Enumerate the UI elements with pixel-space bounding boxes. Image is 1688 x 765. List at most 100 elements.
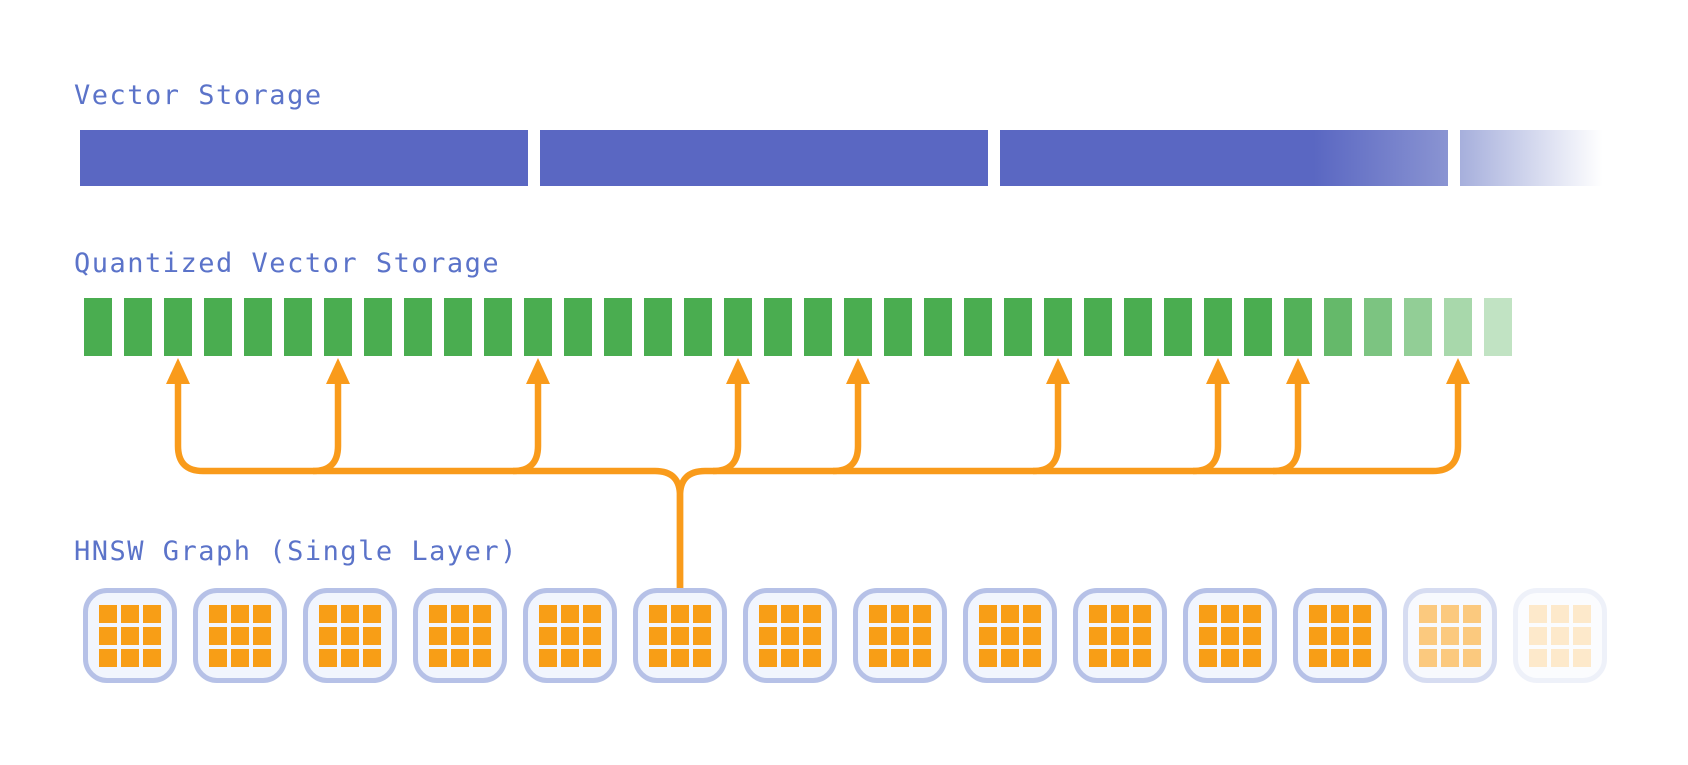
quantized-vector-bar (284, 298, 312, 356)
quantized-vector-bar (844, 298, 872, 356)
vector-grid-cell (451, 626, 469, 645)
vector-grid-cell (759, 626, 777, 645)
quantized-vector-bar (1284, 298, 1312, 356)
quantized-vector-bar (884, 298, 912, 356)
vector-grid-cell (473, 648, 491, 667)
vector-grid-cell (231, 648, 249, 667)
vector-grid-icon (1199, 604, 1261, 667)
vector-grid-icon (99, 604, 161, 667)
vector-grid-cell (341, 648, 359, 667)
mapping-arrow-line (832, 376, 862, 475)
vector-grid-cell (803, 604, 821, 623)
vector-grid-cell (1529, 626, 1547, 645)
vector-grid-cell (209, 604, 227, 623)
arrowhead-icon (166, 358, 190, 384)
arrowhead-icon (726, 358, 750, 384)
vector-grid-cell (869, 626, 887, 645)
vector-grid-cell (891, 604, 909, 623)
quantized-vector-bar (804, 298, 832, 356)
vector-grid-cell (803, 648, 821, 667)
vector-grid-cell (1309, 626, 1327, 645)
vector-grid-cell (319, 626, 337, 645)
hnsw-node (853, 588, 947, 683)
vector-grid-cell (649, 626, 667, 645)
vector-grid-cell (1419, 626, 1437, 645)
quantized-vector-bar (724, 298, 752, 356)
vector-grid-cell (1199, 648, 1217, 667)
quantized-vector-bar (404, 298, 432, 356)
quantized-vector-bar (364, 298, 392, 356)
vector-grid-cell (891, 626, 909, 645)
vector-grid-cell (143, 604, 161, 623)
quantized-vector-bar (484, 298, 512, 356)
quantized-vector-storage-label: Quantized Vector Storage (74, 248, 501, 279)
quantized-vector-bar (444, 298, 472, 356)
vector-grid-cell (319, 648, 337, 667)
vector-grid-cell (1529, 604, 1547, 623)
quantized-vector-bar (564, 298, 592, 356)
vector-grid-icon (209, 604, 271, 667)
vector-grid-cell (869, 604, 887, 623)
vector-grid-cell (913, 626, 931, 645)
vector-grid-icon (539, 604, 601, 667)
vector-grid-cell (693, 648, 711, 667)
vector-grid-cell (561, 604, 579, 623)
quantized-vector-bar (1004, 298, 1032, 356)
arrowhead-icon (326, 358, 350, 384)
vector-grid-cell (121, 604, 139, 623)
vector-grid-cell (143, 648, 161, 667)
vector-grid-cell (1551, 648, 1569, 667)
quantized-vector-bar (1324, 298, 1352, 356)
vector-grid-cell (1331, 626, 1349, 645)
vector-grid-cell (539, 604, 557, 623)
vector-grid-cell (451, 648, 469, 667)
quantized-vector-bar (1484, 298, 1512, 356)
vector-grid-cell (1441, 648, 1459, 667)
hnsw-node (1293, 588, 1387, 683)
vector-grid-cell (1441, 626, 1459, 645)
vector-grid-cell (1221, 648, 1239, 667)
quantized-vector-bar (524, 298, 552, 356)
vector-grid-cell (693, 626, 711, 645)
vector-grid-icon (649, 604, 711, 667)
vector-grid-cell (693, 604, 711, 623)
vector-grid-cell (1243, 648, 1261, 667)
vector-grid-cell (649, 648, 667, 667)
vector-grid-icon (1419, 604, 1481, 667)
quantized-vector-bar (1084, 298, 1112, 356)
quantized-vector-bar (124, 298, 152, 356)
quantized-vector-bar (924, 298, 952, 356)
mapping-arrow-line (312, 376, 342, 475)
vector-grid-cell (561, 626, 579, 645)
vector-grid-cell (1221, 626, 1239, 645)
vector-grid-cell (253, 626, 271, 645)
vector-grid-icon (979, 604, 1041, 667)
vector-grid-cell (1023, 648, 1041, 667)
mapping-arrow-line (1272, 376, 1302, 475)
quantized-vector-bar (324, 298, 352, 356)
vector-grid-cell (1133, 626, 1151, 645)
quantized-vector-bar (204, 298, 232, 356)
vector-grid-cell (1419, 648, 1437, 667)
quantized-vector-bar (644, 298, 672, 356)
vector-grid-icon (319, 604, 381, 667)
hnsw-node (1073, 588, 1167, 683)
hnsw-node (193, 588, 287, 683)
vector-grid-cell (429, 626, 447, 645)
hnsw-graph-row (83, 588, 1607, 683)
vector-grid-cell (1551, 604, 1569, 623)
vector-grid-cell (979, 648, 997, 667)
vector-grid-cell (1133, 604, 1151, 623)
vector-grid-cell (253, 648, 271, 667)
vector-grid-cell (539, 648, 557, 667)
vector-storage-segment (80, 130, 528, 186)
vector-grid-cell (1353, 604, 1371, 623)
mapping-arrow-line (712, 376, 742, 475)
vector-grid-cell (1529, 648, 1547, 667)
vector-grid-cell (1023, 604, 1041, 623)
vector-grid-cell (671, 626, 689, 645)
vector-grid-cell (869, 648, 887, 667)
hnsw-node (743, 588, 837, 683)
vector-grid-cell (781, 626, 799, 645)
hnsw-node (413, 588, 507, 683)
